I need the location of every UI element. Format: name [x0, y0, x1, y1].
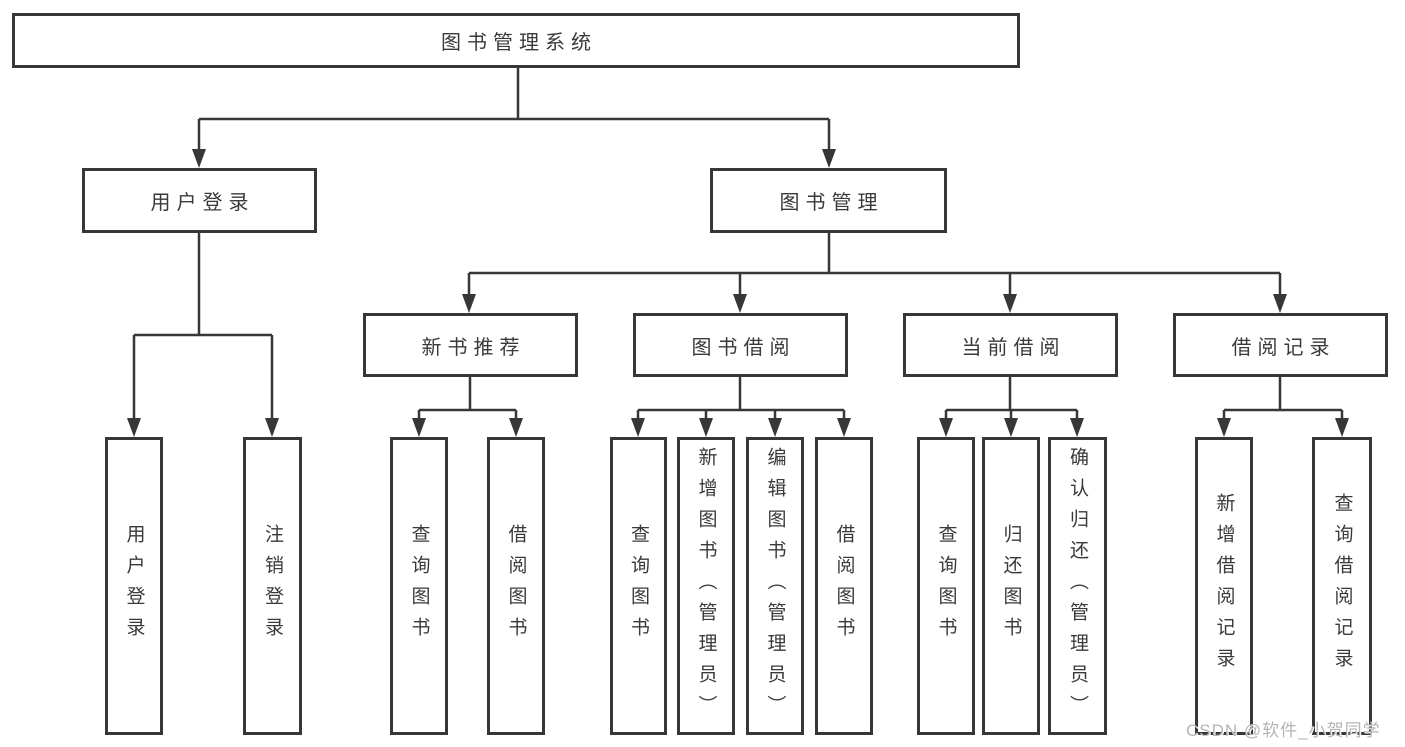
leaf-user-login: 用户登录: [105, 437, 163, 735]
node-book-borrowing-label: 图书借阅: [691, 336, 796, 359]
arrowheads: [127, 149, 1349, 437]
leaf-current-return: 归还图书: [982, 437, 1040, 735]
leaf-borrow-query-label: 查询图书: [628, 524, 649, 648]
leaf-borrow-add-admin-label: 新增图书（管理员）: [695, 446, 717, 726]
node-user-login: 用户登录: [82, 168, 317, 233]
node-borrowing-records-label: 借阅记录: [1231, 336, 1336, 359]
leaf-current-confirm-admin-label: 确认归还（管理员）: [1067, 446, 1088, 726]
leaf-records-add: 新增借阅记录: [1195, 437, 1253, 735]
node-current-borrowing-label: 当前借阅: [961, 336, 1066, 359]
leaf-borrow-add-admin: 新增图书（管理员）: [677, 437, 735, 735]
leaf-logout-label: 注销登录: [262, 524, 283, 648]
node-book-management: 图书管理: [710, 168, 947, 233]
leaf-current-confirm-admin: 确认归还（管理员）: [1048, 437, 1107, 735]
leaf-current-return-label: 归还图书: [1000, 524, 1022, 648]
node-book-borrowing: 图书借阅: [633, 313, 848, 377]
leaf-borrow-book: 借阅图书: [815, 437, 873, 735]
node-new-book-recommend-label: 新书推荐: [421, 336, 526, 359]
leaf-newbooks-borrow: 借阅图书: [487, 437, 545, 735]
leaf-records-add-label: 新增借阅记录: [1213, 493, 1235, 679]
node-book-management-label: 图书管理: [779, 192, 884, 214]
leaf-logout: 注销登录: [243, 437, 302, 735]
leaf-user-login-label: 用户登录: [123, 524, 145, 648]
leaf-borrow-edit-admin-label: 编辑图书（管理员）: [764, 446, 786, 726]
leaf-current-query: 查询图书: [917, 437, 975, 735]
csdn-watermark: CSDN @软件_小贺同学: [1186, 721, 1381, 740]
leaf-records-query: 查询借阅记录: [1312, 437, 1372, 735]
leaf-current-query-label: 查询图书: [935, 524, 957, 648]
node-user-login-label: 用户登录: [150, 192, 255, 214]
node-root-label: 图书管理系统: [441, 32, 597, 54]
node-current-borrowing: 当前借阅: [903, 313, 1118, 377]
leaf-newbooks-query-label: 查询图书: [408, 524, 430, 648]
leaf-borrow-book-label: 借阅图书: [833, 524, 855, 648]
leaf-newbooks-borrow-label: 借阅图书: [505, 524, 527, 648]
node-new-book-recommend: 新书推荐: [363, 313, 578, 377]
leaf-records-query-label: 查询借阅记录: [1331, 493, 1353, 679]
leaf-newbooks-query: 查询图书: [390, 437, 448, 735]
node-borrowing-records: 借阅记录: [1173, 313, 1388, 377]
leaf-borrow-query: 查询图书: [610, 437, 667, 735]
node-root: 图书管理系统: [12, 13, 1020, 68]
leaf-borrow-edit-admin: 编辑图书（管理员）: [746, 437, 804, 735]
